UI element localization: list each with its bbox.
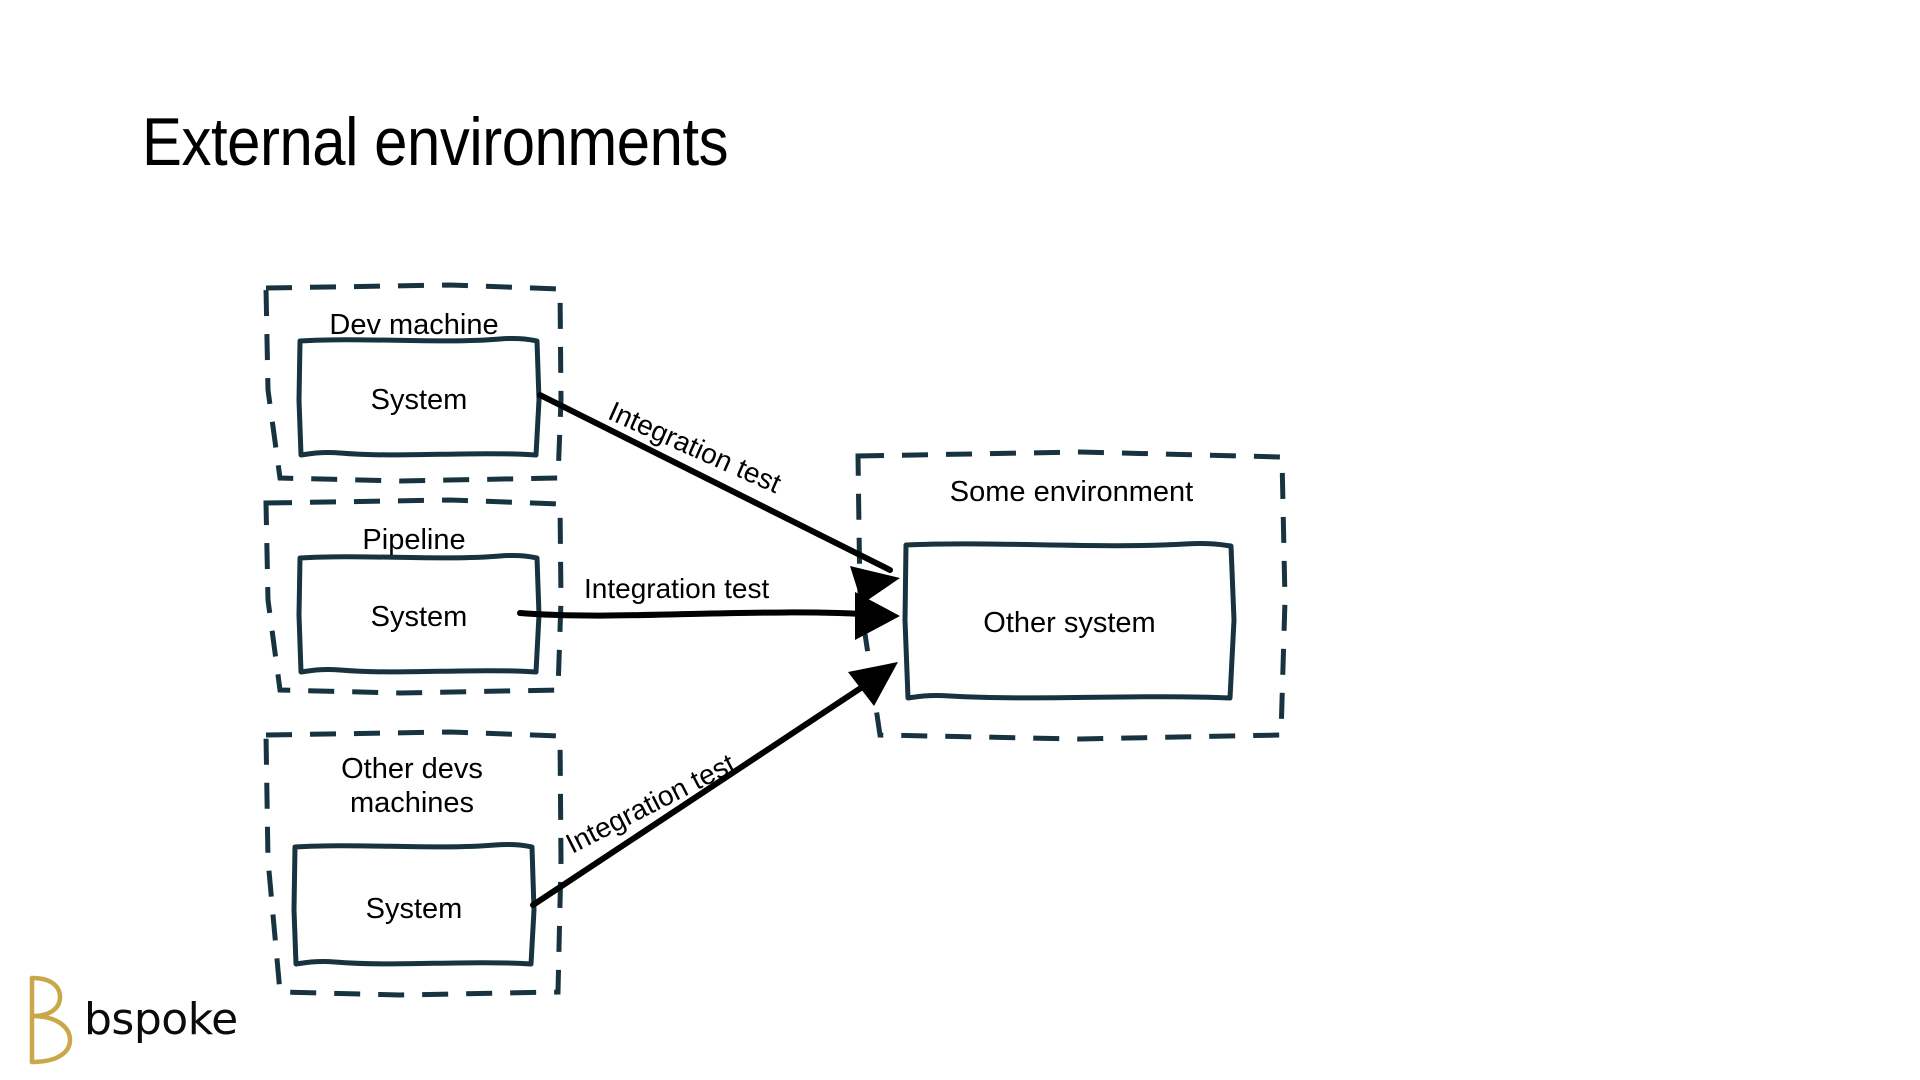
- connection-dev-to-other-line: [537, 392, 893, 573]
- bspoke-b-mark-icon: [29, 975, 73, 1065]
- some-environment-dashed-border: [855, 449, 1288, 742]
- environment-label-pipeline: Pipeline: [362, 524, 466, 556]
- environment-pipeline[interactable]: [263, 497, 564, 696]
- dev-machine-dashed-border: [263, 282, 564, 484]
- pipeline-dashed-border: [263, 497, 564, 696]
- connection-pipeline-to-other-arrowhead: [855, 592, 900, 640]
- dev-machine-system-box: [296, 335, 542, 458]
- connection-pipeline-to-other-line: [517, 609, 883, 619]
- connection-label-dev-to-other: Integration test: [603, 395, 786, 500]
- pipeline-system-box: [296, 552, 542, 675]
- environment-label-some-environment: Some environment: [949, 476, 1194, 508]
- system-label-some-environment: Other system: [983, 607, 1156, 639]
- other-devs-machines-dashed-border: [263, 729, 564, 998]
- some-environment-system-box: [902, 540, 1237, 701]
- environment-label-line2: machines: [349, 787, 475, 820]
- environment-label-line1: Other devs: [341, 753, 483, 785]
- connection-pipeline-to-other[interactable]: [517, 592, 900, 640]
- connection-otherdevs-to-other-line: [530, 669, 888, 908]
- environment-dev-machine[interactable]: [263, 282, 564, 484]
- connection-dev-to-other-arrowhead: [850, 566, 900, 604]
- connection-dev-to-other[interactable]: [537, 392, 900, 604]
- system-label-pipeline: System: [370, 601, 468, 633]
- connection-otherdevs-to-other-arrowhead: [848, 662, 898, 706]
- system-label-dev-machine: System: [370, 384, 468, 416]
- environment-label-dev-machine: Dev machine: [329, 309, 499, 341]
- other-devs-machines-system-box: [291, 841, 537, 967]
- brand-logo: bspoke: [22, 972, 252, 1068]
- system-label-other-devs-machines: System: [365, 893, 463, 925]
- connection-label-otherdevs-to-other: Integration test: [560, 747, 740, 860]
- connection-label-pipeline-to-other: Integration test: [584, 573, 770, 604]
- brand-wordmark: bspoke: [84, 994, 238, 1045]
- environment-some-environment[interactable]: [855, 449, 1288, 742]
- environment-other-devs-machines[interactable]: [263, 729, 564, 998]
- connection-otherdevs-to-other[interactable]: [530, 662, 898, 908]
- page-title: External environments: [142, 104, 729, 180]
